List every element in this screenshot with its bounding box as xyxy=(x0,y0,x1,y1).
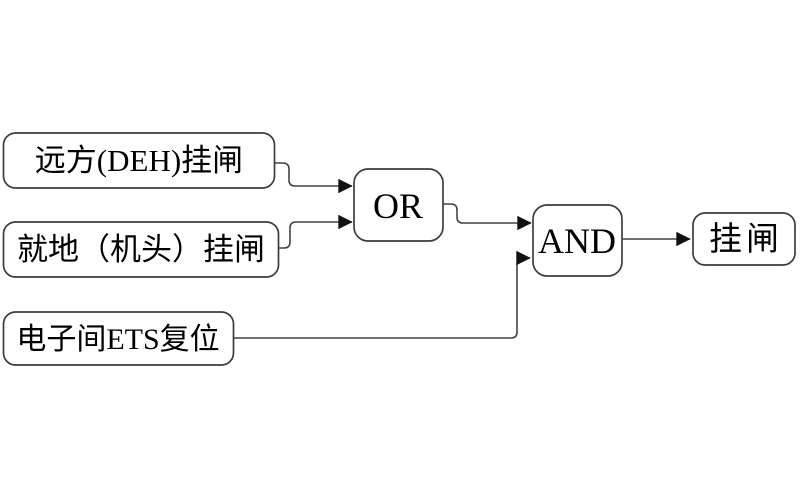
node-input-ets-reset: 电子间ETS复位 xyxy=(2,311,235,366)
node-output-latch: 挂闸 xyxy=(692,212,796,266)
node-box-or-gate xyxy=(353,168,444,242)
node-label-and-gate: AND xyxy=(538,221,616,261)
node-box-ets-reset xyxy=(2,311,235,366)
node-input-local-head: 就地（机头）挂闸 xyxy=(2,221,280,278)
node-gate-and: AND xyxy=(532,204,623,277)
node-box-remote-deh xyxy=(2,132,276,189)
edge-or-to-and xyxy=(443,203,532,231)
node-box-and-gate xyxy=(532,204,623,277)
node-label-output-latch: 挂闸 xyxy=(709,221,783,258)
node-label-local-head: 就地（机头）挂闸 xyxy=(17,232,265,267)
node-label-or-gate: OR xyxy=(373,186,423,226)
node-label-ets-reset: 电子间ETS复位 xyxy=(16,323,219,356)
node-input-remote-deh: 远方(DEH)挂闸 xyxy=(2,132,276,189)
node-box-output-latch xyxy=(692,212,796,266)
node-box-local-head xyxy=(2,221,280,278)
edge-local-head-to-or xyxy=(278,214,353,249)
edge-ets-reset-to-and xyxy=(233,250,531,339)
node-label-remote-deh: 远方(DEH)挂闸 xyxy=(35,143,243,178)
edge-remote-deh-to-or xyxy=(274,162,353,194)
node-gate-or: OR xyxy=(353,168,444,242)
